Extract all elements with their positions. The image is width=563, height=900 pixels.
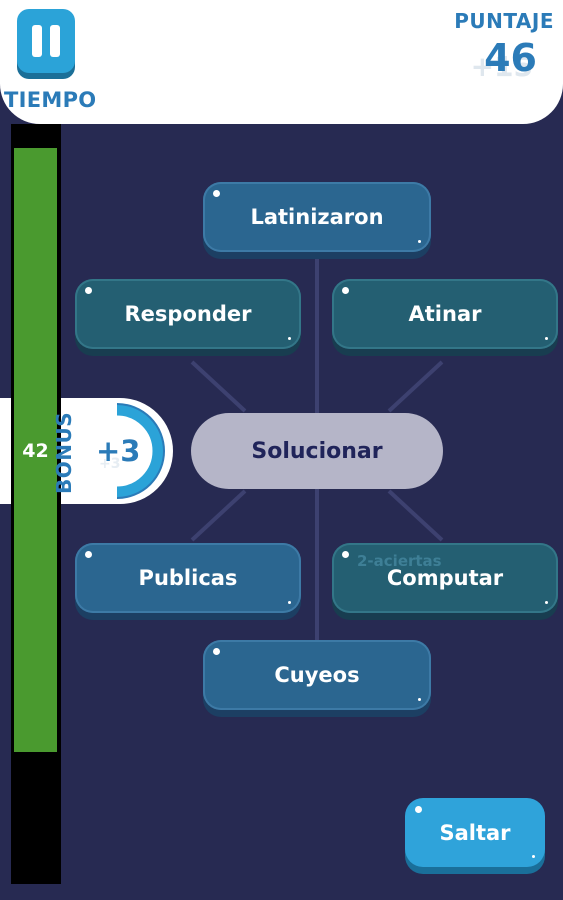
word-option-bottom[interactable]: Cuyeos xyxy=(203,640,431,710)
bonus-badge xyxy=(61,398,173,504)
time-value: 42 xyxy=(22,440,49,462)
shine-dot-small xyxy=(288,337,291,340)
hint-ghost-text: 2-aciertas xyxy=(357,552,442,570)
bonus-value: +3 xyxy=(96,434,141,468)
pause-icon xyxy=(32,25,42,57)
word-option-lower-left[interactable]: Publicas xyxy=(75,543,301,613)
pause-button[interactable] xyxy=(17,9,75,73)
shine-dot-small xyxy=(418,240,421,243)
pause-icon-bar xyxy=(50,25,60,57)
shine-dot xyxy=(213,648,220,655)
skip-button-label: Saltar xyxy=(439,820,511,845)
shine-dot-small xyxy=(418,698,421,701)
word-option-label: Atinar xyxy=(408,302,482,326)
word-option-top[interactable]: Latinizaron xyxy=(203,182,431,252)
word-option-label: Latinizaron xyxy=(250,205,384,229)
word-option-label: Computar xyxy=(386,566,504,590)
word-option-label: Publicas xyxy=(138,566,238,590)
shine-dot xyxy=(85,551,92,558)
score-label: PUNTAJE xyxy=(454,9,554,33)
timer-fill xyxy=(14,148,57,752)
word-option-upper-left[interactable]: Responder xyxy=(75,279,301,349)
bonus-progress-ring xyxy=(116,403,165,499)
shine-dot-small xyxy=(288,601,291,604)
word-option-label: Cuyeos xyxy=(274,663,360,687)
shine-dot xyxy=(85,287,92,294)
shine-dot-small xyxy=(532,855,535,858)
bonus-ghost: +3 xyxy=(99,456,121,472)
timer-marker-tab xyxy=(0,398,11,504)
word-option-upper-right[interactable]: Atinar xyxy=(332,279,558,349)
shine-dot xyxy=(342,551,349,558)
shine-dot-small xyxy=(545,601,548,604)
shine-dot xyxy=(213,190,220,197)
skip-button[interactable]: Saltar xyxy=(405,798,545,867)
shine-dot xyxy=(342,287,349,294)
shine-dot xyxy=(415,806,422,813)
word-option-lower-right[interactable]: Computar xyxy=(332,543,558,613)
center-word: Solucionar xyxy=(191,413,443,489)
score-value: 46 xyxy=(484,36,537,80)
time-label: TIEMPO xyxy=(4,88,97,112)
word-option-label: Responder xyxy=(124,302,252,326)
score-gain-ghost: +15 xyxy=(470,50,533,83)
top-bar: TIEMPO PUNTAJE +15 46 xyxy=(0,0,563,124)
shine-dot-small xyxy=(545,337,548,340)
